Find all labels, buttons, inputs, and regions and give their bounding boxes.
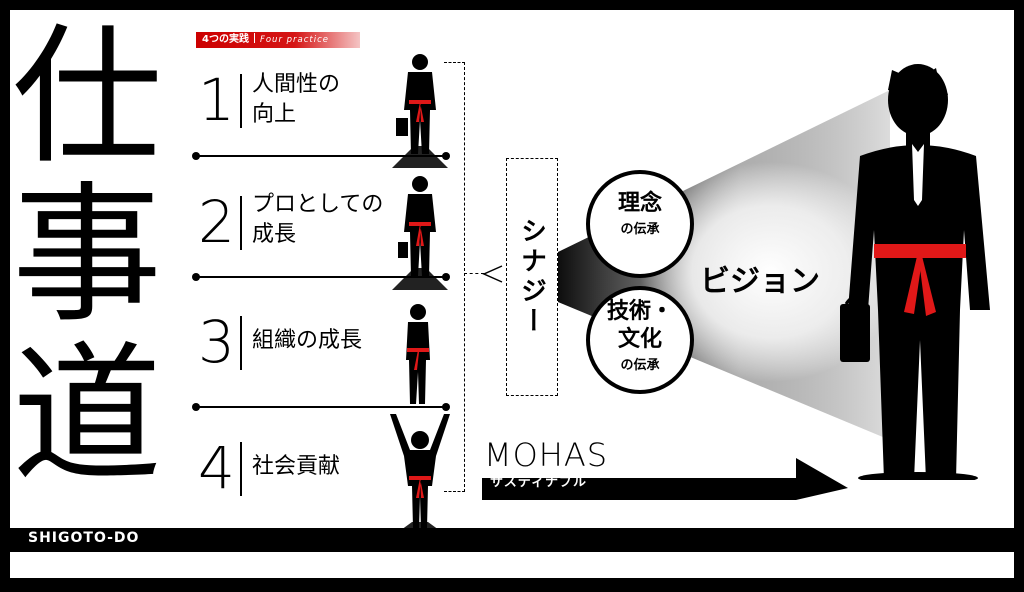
philosophy-circle: 理念 の伝承 xyxy=(586,170,694,278)
beam-glow xyxy=(640,162,900,382)
synergy-label: シナジー xyxy=(516,217,547,337)
vision-person-silhouette xyxy=(840,64,990,480)
mohas-arrow xyxy=(482,458,848,500)
step1-label-line2: 向上 xyxy=(252,102,297,127)
step4-divider xyxy=(240,442,242,496)
title-char-1: 仕 xyxy=(12,11,163,185)
step3-person-silhouette xyxy=(406,304,430,404)
step3-label-line1: 組織の成長 xyxy=(252,328,363,353)
title-char-2: 事 xyxy=(12,169,163,343)
step1-base-line xyxy=(192,152,450,160)
tech-culture-circle-line1: 技術・ xyxy=(606,299,673,324)
step3-number: 3 xyxy=(198,308,235,376)
brand-romaji: SHIGOTO-DO xyxy=(28,530,140,546)
step2-number: 2 xyxy=(198,188,235,256)
tech-culture-circle-sub: の伝承 xyxy=(620,358,660,373)
practice-bracket xyxy=(444,62,465,492)
light-beam xyxy=(558,90,900,440)
step1-divider xyxy=(240,74,242,128)
practice-bracket-pointer xyxy=(464,273,484,274)
step1-number: 1 xyxy=(198,66,235,134)
mohas-title: MOHAS xyxy=(484,436,609,474)
main-panel xyxy=(10,10,1014,528)
philosophy-circle-sub: の伝承 xyxy=(620,222,660,237)
tech-culture-circle-line2: 文化 xyxy=(617,327,662,352)
tech-culture-circle: 技術・ 文化 の伝承 xyxy=(586,286,694,394)
practice-badge-en: Four practice xyxy=(259,35,330,45)
step2-base-line xyxy=(192,273,450,281)
mohas-subtitle: サスティナブル xyxy=(490,475,587,490)
step3-divider xyxy=(240,316,242,370)
step2-label-line2: 成長 xyxy=(252,222,297,247)
step2-label-line1: プロとしての xyxy=(252,192,384,217)
step4-person-silhouette xyxy=(390,414,450,528)
step3-base-line xyxy=(192,403,450,411)
philosophy-circle-main: 理念 xyxy=(617,191,662,216)
practice-badge: 4つの実践 Four practice xyxy=(196,32,360,48)
bracket-arrow-icon xyxy=(482,265,503,283)
step2-person-silhouette xyxy=(392,176,448,290)
step2-divider xyxy=(240,196,242,250)
practice-badge-divider xyxy=(253,33,255,43)
step4-number: 4 xyxy=(198,434,235,502)
vision-label: ビジョン xyxy=(700,264,820,299)
synergy-box: シナジー xyxy=(506,158,558,396)
step1-person-silhouette xyxy=(392,54,448,168)
title-char-3: 道 xyxy=(12,329,163,503)
bottom-white-strip xyxy=(10,552,1014,578)
step1-label-line1: 人間性の xyxy=(252,72,341,97)
step4-label-line1: 社会貢献 xyxy=(252,454,341,479)
practice-badge-jp: 4つの実践 xyxy=(202,34,249,45)
